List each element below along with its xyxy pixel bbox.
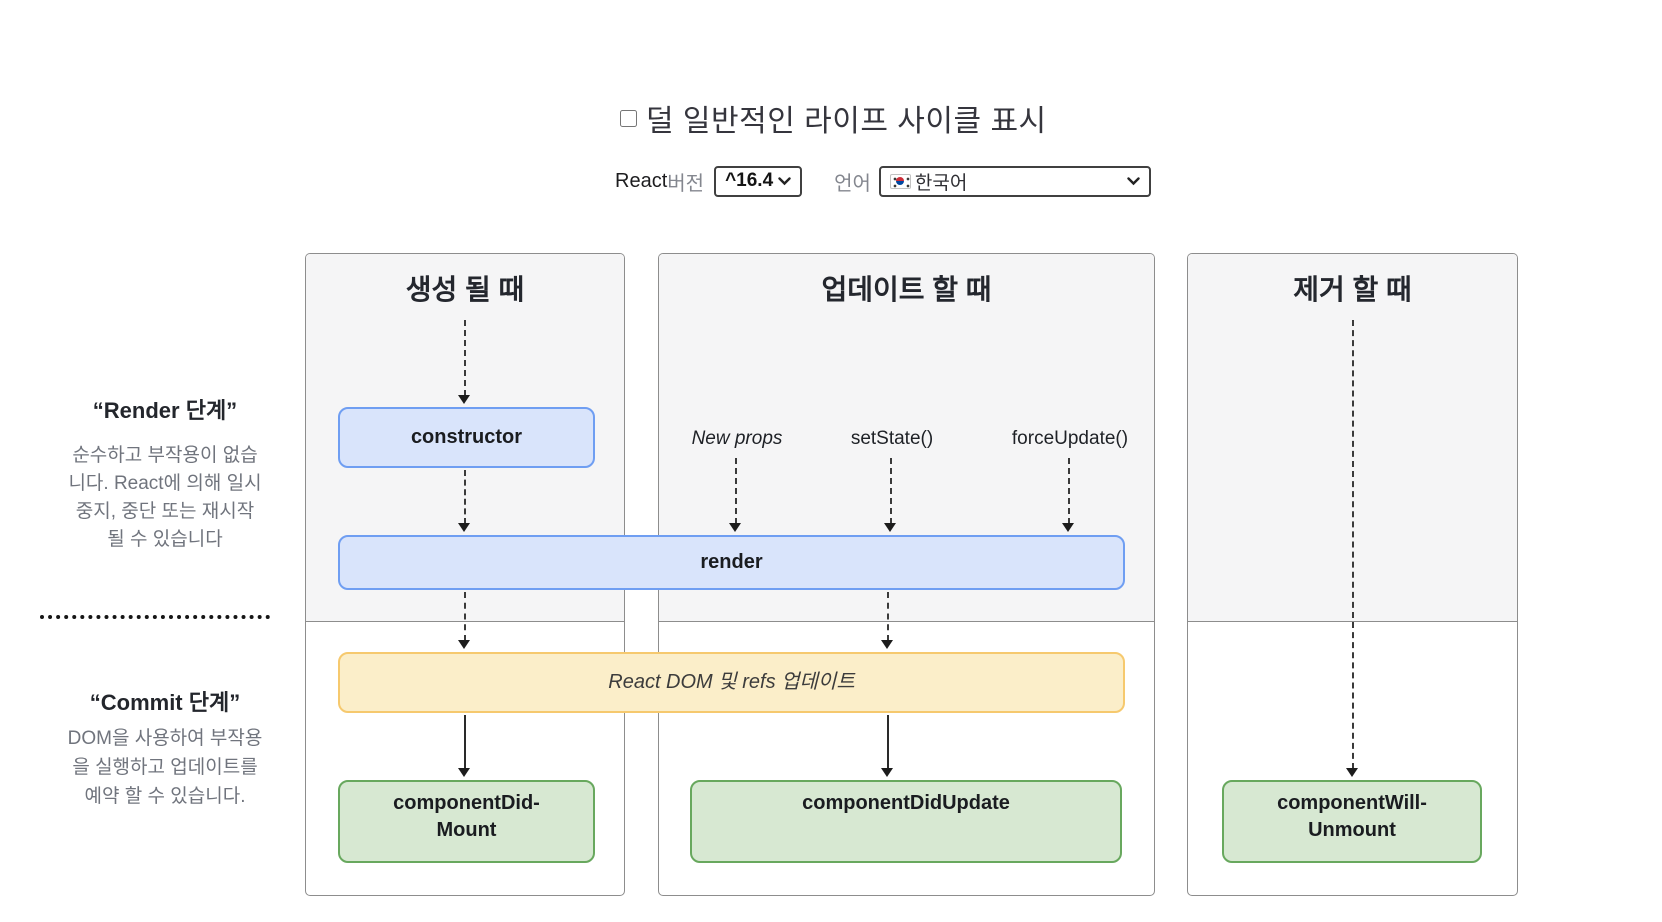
react-version-select[interactable]: ^16.4 — [714, 165, 803, 197]
commit-phase-line: 을 실행하고 업데이트를 — [72, 757, 258, 778]
commit-phase-line: 예약 할 수 있습니다. — [84, 786, 246, 807]
show-less-common-row: 덜 일반적인 라이프 사이클 표시 — [620, 96, 1047, 140]
render-phase-line: 순수하고 부작용이 없습 — [72, 445, 258, 466]
commit-phase-title: “Commit 단계” — [89, 690, 241, 715]
render-phase-line: 중지, 중단 또는 재시작 — [75, 501, 255, 522]
method-box-constructor[interactable]: constructor — [338, 407, 595, 468]
method-box-component-did-mount[interactable]: componentDid- Mount — [338, 780, 595, 863]
commit-phase-description: DOM을 사용하여 부작용 을 실행하고 업데이트를 예약 할 수 있습니다. — [24, 724, 306, 811]
diagram-controls: React 버전 ^16.4 언어 한국어 — [615, 163, 1151, 199]
method-line: componentWill- — [1277, 792, 1427, 814]
method-box-component-did-update[interactable]: componentDidUpdate — [690, 780, 1122, 863]
react-dom-refs-update-box: React DOM 및 refs 업데이트 — [338, 652, 1125, 713]
trigger-set-state: setState() — [850, 428, 934, 449]
method-box-render[interactable]: render — [338, 535, 1125, 590]
render-phase-title: “Render 단계” — [92, 398, 238, 423]
method-line: Unmount — [1308, 819, 1396, 841]
render-phase-line: 니다. React에 의해 일시 — [68, 473, 262, 494]
language-value: 한국어 — [914, 172, 968, 194]
chevron-down-icon — [778, 176, 791, 185]
method-box-component-will-unmount[interactable]: componentWill- Unmount — [1222, 780, 1482, 863]
column-updating-title: 업데이트 할 때 — [821, 274, 992, 305]
language-label: 언어 — [834, 172, 871, 195]
chevron-down-icon — [1127, 176, 1140, 185]
method-line: Mount — [436, 819, 497, 841]
trigger-force-update: forceUpdate() — [1011, 428, 1129, 449]
page-title[interactable]: 덜 일반적인 라이프 사이클 표시 — [646, 105, 1047, 138]
language-select[interactable]: 한국어 — [878, 165, 1151, 197]
column-unmounting-title: 제거 할 때 — [1293, 274, 1412, 305]
render-phase-description: 순수하고 부작용이 없습 니다. React에 의해 일시 중지, 중단 또는 … — [24, 442, 306, 554]
phase-divider — [40, 615, 270, 619]
column-mounting-title: 생성 될 때 — [405, 274, 525, 305]
method-line: componentDid- — [393, 792, 540, 814]
korean-flag-icon — [889, 173, 911, 189]
version-label: 버전 — [667, 172, 705, 195]
commit-phase-line: DOM을 사용하여 부작용 — [67, 728, 263, 749]
trigger-new-props: New props — [691, 428, 783, 449]
react-label: React — [615, 169, 668, 192]
react-version-value: ^16.4 — [725, 170, 774, 191]
show-less-common-checkbox[interactable] — [620, 109, 637, 127]
render-phase-line: 될 수 있습니다 — [107, 529, 223, 550]
